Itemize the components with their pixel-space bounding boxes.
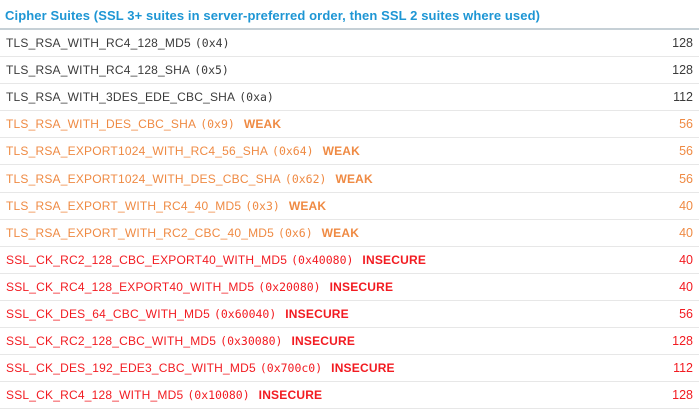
cipher-suite-row: SSL_CK_RC2_128_CBC_WITH_MD5 (0x30080) IN…: [0, 328, 699, 356]
cipher-suite-name: TLS_RSA_WITH_RC4_128_MD5: [6, 36, 191, 51]
cipher-suite-hex-code: (0x20080): [258, 279, 321, 294]
cipher-suite-hex-code: (0x6): [278, 225, 313, 240]
cipher-suite-hex-code: (0x5): [194, 63, 229, 78]
section-header: Cipher Suites (SSL 3+ suites in server-p…: [0, 0, 699, 30]
cipher-suite-row: TLS_RSA_WITH_DES_CBC_SHA (0x9) WEAK 56: [0, 111, 699, 139]
cipher-strength-label: WEAK: [243, 117, 282, 132]
cipher-bits-value: 112: [673, 90, 693, 105]
cipher-bits-value: 128: [672, 36, 693, 51]
cipher-suite-row: SSL_CK_DES_64_CBC_WITH_MD5 (0x60040) INS…: [0, 301, 699, 329]
cipher-suite-hex-code: (0x62): [284, 171, 327, 186]
cipher-bits-value: 40: [679, 279, 693, 294]
cipher-suite-row: TLS_RSA_EXPORT_WITH_RC4_40_MD5 (0x3) WEA…: [0, 193, 699, 220]
cipher-bits-value: 112: [673, 361, 693, 376]
cipher-suite-name: SSL_CK_RC4_128_EXPORT40_WITH_MD5: [6, 279, 255, 294]
cipher-strength-label: INSECURE: [285, 306, 349, 321]
cipher-strength-label: WEAK: [288, 198, 327, 213]
cipher-suite-name: SSL_CK_RC2_128_CBC_WITH_MD5: [6, 334, 217, 349]
cipher-suite-name: SSL_CK_RC2_128_CBC_EXPORT40_WITH_MD5: [6, 252, 288, 267]
cipher-suite-hex-code: (0x10080): [187, 388, 250, 403]
cipher-suite-row: SSL_CK_DES_192_EDE3_CBC_WITH_MD5 (0x700c…: [0, 355, 699, 383]
cipher-suite-row: SSL_CK_RC4_128_EXPORT40_WITH_MD5 (0x2008…: [0, 274, 699, 301]
cipher-bits-value: 40: [679, 225, 693, 240]
cipher-suite-name: TLS_RSA_EXPORT1024_WITH_DES_CBC_SHA: [6, 171, 281, 186]
cipher-suite-row: SSL_CK_RC4_128_WITH_MD5 (0x10080) INSECU…: [0, 382, 699, 410]
cipher-strength-label: WEAK: [335, 171, 373, 186]
cipher-suite-hex-code: (0x4): [194, 36, 230, 51]
cipher-suite-name: TLS_RSA_EXPORT_WITH_RC4_40_MD5: [6, 198, 242, 213]
cipher-strength-label: INSECURE: [258, 388, 323, 403]
cipher-suite-hex-code: (0xa): [239, 90, 274, 105]
cipher-suites-table: TLS_RSA_WITH_RC4_128_MD5 (0x4) 128 TLS_R…: [0, 30, 699, 410]
cipher-suite-row: TLS_RSA_WITH_RC4_128_MD5 (0x4) 128: [0, 30, 699, 58]
cipher-suite-row: TLS_RSA_EXPORT_WITH_RC2_CBC_40_MD5 (0x6)…: [0, 220, 699, 247]
cipher-suite-hex-code: (0x700c0): [259, 361, 323, 376]
cipher-suite-hex-code: (0x40080): [291, 252, 354, 267]
cipher-bits-value: 56: [679, 171, 693, 186]
cipher-suite-hex-code: (0x60040): [213, 306, 277, 321]
cipher-strength-label: WEAK: [322, 144, 361, 159]
cipher-suite-row: TLS_RSA_EXPORT1024_WITH_RC4_56_SHA (0x64…: [0, 138, 699, 166]
cipher-suite-name: SSL_CK_DES_192_EDE3_CBC_WITH_MD5: [6, 361, 256, 376]
cipher-strength-label: INSECURE: [329, 279, 394, 294]
cipher-suite-hex-code: (0x30080): [220, 334, 283, 349]
cipher-suite-hex-code: (0x64): [272, 144, 314, 159]
cipher-strength-label: INSECURE: [362, 252, 427, 267]
cipher-suite-name: SSL_CK_RC4_128_WITH_MD5: [6, 388, 184, 403]
cipher-suite-row: TLS_RSA_WITH_RC4_128_SHA (0x5) 128: [0, 57, 699, 85]
cipher-suite-hex-code: (0x9): [200, 117, 235, 132]
cipher-suite-name: SSL_CK_DES_64_CBC_WITH_MD5: [6, 306, 210, 321]
cipher-bits-value: 40: [679, 198, 693, 213]
cipher-suite-name: TLS_RSA_WITH_3DES_EDE_CBC_SHA: [6, 90, 236, 105]
cipher-suite-name: TLS_RSA_WITH_RC4_128_SHA: [6, 63, 191, 78]
cipher-suite-row: TLS_RSA_EXPORT1024_WITH_DES_CBC_SHA (0x6…: [0, 165, 699, 193]
cipher-bits-value: 128: [672, 63, 693, 78]
cipher-bits-value: 40: [679, 252, 693, 267]
cipher-suite-row: SSL_CK_RC2_128_CBC_EXPORT40_WITH_MD5 (0x…: [0, 247, 699, 274]
cipher-suite-name: TLS_RSA_EXPORT_WITH_RC2_CBC_40_MD5: [6, 225, 275, 240]
cipher-bits-value: 128: [672, 388, 693, 403]
cipher-suite-name: TLS_RSA_WITH_DES_CBC_SHA: [6, 117, 197, 132]
section-title: Cipher Suites (SSL 3+ suites in server-p…: [5, 8, 541, 23]
cipher-bits-value: 56: [679, 144, 693, 159]
cipher-bits-value: 56: [679, 306, 693, 321]
cipher-strength-label: INSECURE: [291, 334, 356, 349]
cipher-suite-row: TLS_RSA_WITH_3DES_EDE_CBC_SHA (0xa) 112: [0, 84, 699, 112]
cipher-strength-label: INSECURE: [331, 361, 395, 376]
cipher-strength-label: WEAK: [321, 225, 360, 240]
cipher-bits-value: 56: [679, 117, 693, 132]
cipher-bits-value: 128: [672, 334, 693, 349]
cipher-suite-name: TLS_RSA_EXPORT1024_WITH_RC4_56_SHA: [6, 144, 269, 159]
cipher-suite-hex-code: (0x3): [245, 198, 280, 213]
